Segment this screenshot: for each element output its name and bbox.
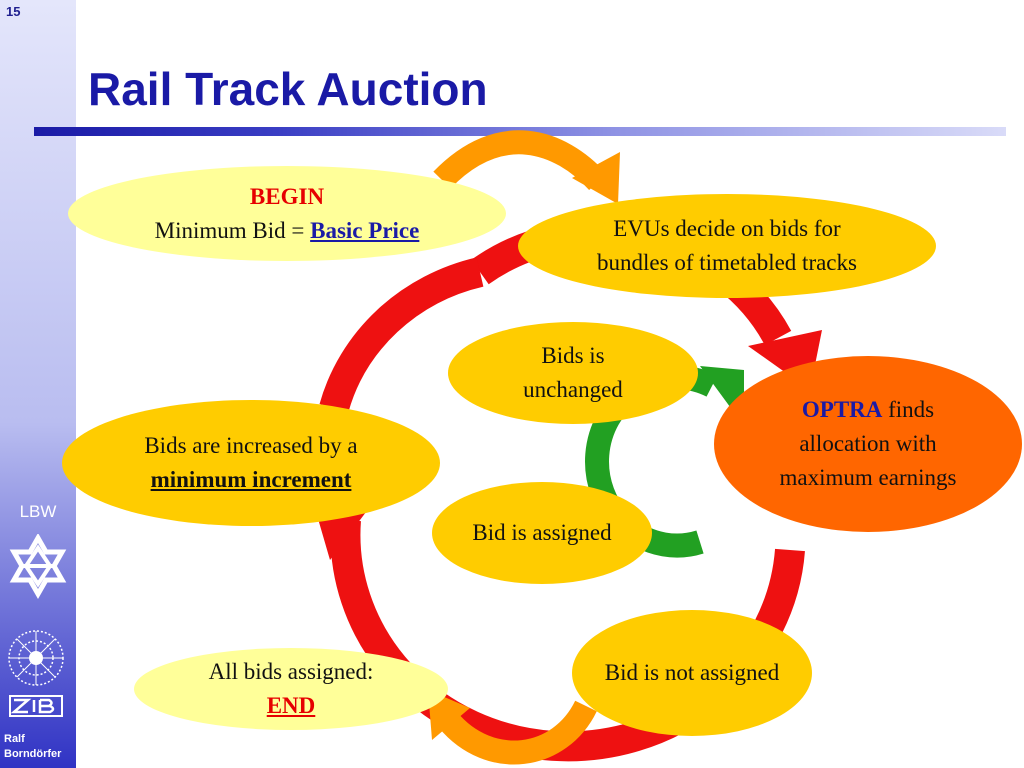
optra-name: OPTRA bbox=[801, 397, 883, 422]
orange-bottom-arc bbox=[438, 700, 597, 765]
bid-assigned-node: Bid is assigned bbox=[432, 482, 652, 584]
slide-number: 15 bbox=[6, 4, 21, 19]
author-first-name: Ralf bbox=[4, 733, 25, 745]
minimum-increment-link[interactable]: minimum increment bbox=[150, 467, 352, 492]
slide-title: Rail Track Auction bbox=[88, 63, 488, 115]
begin-bid-line: Minimum Bid = Basic Price bbox=[155, 214, 420, 248]
basic-price-link[interactable]: Basic Price bbox=[310, 217, 420, 243]
begin-node: BEGIN Minimum Bid = Basic Price bbox=[68, 166, 506, 261]
bid-not-assigned-node: Bid is not assigned bbox=[572, 610, 812, 736]
increase-node: Bids are increased by a minimum incremen… bbox=[62, 400, 440, 526]
unchanged-line-2: unchanged bbox=[523, 377, 623, 402]
evus-decide-node: EVUs decide on bids for bundles of timet… bbox=[518, 194, 936, 298]
orange-top-arrowhead bbox=[572, 152, 620, 204]
assigned-text: Bid is assigned bbox=[472, 520, 612, 545]
optra-line-1: OPTRA finds bbox=[802, 393, 934, 427]
not-assigned-text: Bid is not assigned bbox=[604, 660, 780, 685]
begin-bid-prefix: Minimum Bid = bbox=[154, 217, 311, 243]
evus-line-1: EVUs decide on bids for bbox=[613, 216, 841, 241]
increase-line-1: Bids are increased by a bbox=[144, 433, 358, 458]
end-line-1: All bids assigned: bbox=[208, 659, 374, 684]
optra-line-3: maximum earnings bbox=[779, 465, 957, 490]
red-cycle-arc-upper-left bbox=[319, 257, 484, 413]
sidebar-lbw-label: LBW bbox=[19, 502, 57, 521]
end-node: All bids assigned: END bbox=[134, 648, 448, 730]
orange-top-arc bbox=[433, 130, 607, 191]
lbw-logo-icon bbox=[9, 534, 67, 600]
unchanged-line-1: Bids is bbox=[541, 343, 605, 368]
bids-unchanged-node: Bids is unchanged bbox=[448, 322, 698, 424]
optra-node: OPTRA finds allocation with maximum earn… bbox=[714, 356, 1022, 532]
zib-logo-icon bbox=[8, 630, 64, 717]
begin-heading: BEGIN bbox=[249, 183, 325, 209]
optra-finds: finds bbox=[882, 397, 935, 422]
author-name: Ralf Borndörfer bbox=[4, 732, 61, 762]
evus-line-2: bundles of timetabled tracks bbox=[597, 250, 857, 275]
end-link[interactable]: END bbox=[266, 693, 316, 718]
author-last-name: Borndörfer bbox=[4, 748, 62, 760]
optra-line-2: allocation with bbox=[799, 431, 937, 456]
